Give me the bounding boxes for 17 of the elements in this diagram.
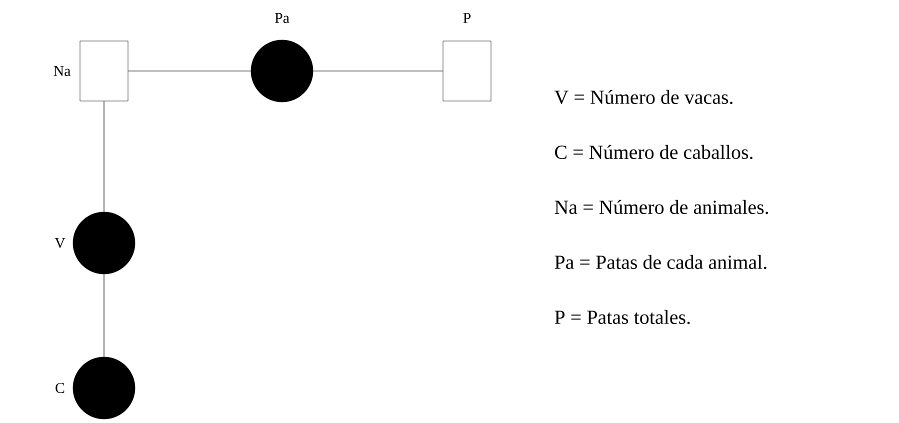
node-label: P [463, 13, 471, 23]
node-label: C [56, 382, 64, 394]
filled-circle [72, 212, 136, 274]
filled-circle [250, 40, 314, 102]
node-label: Pa [274, 13, 290, 23]
node-label: Na [54, 66, 71, 76]
square-node [80, 40, 128, 102]
definition-text: C = Número de caballos. [555, 144, 752, 160]
node-label: V [54, 238, 66, 248]
definition-text: Na = Número de animales. [554, 200, 768, 214]
filled-circle [72, 356, 136, 420]
definition-text: V = Número de vacas. [554, 90, 732, 104]
connector-line [312, 70, 444, 72]
definition-text: Pa = Patas de cada animal. [554, 254, 766, 270]
connector-line [128, 70, 252, 72]
definition-text: P = Patas totales. [554, 310, 690, 324]
square-node [442, 40, 492, 102]
